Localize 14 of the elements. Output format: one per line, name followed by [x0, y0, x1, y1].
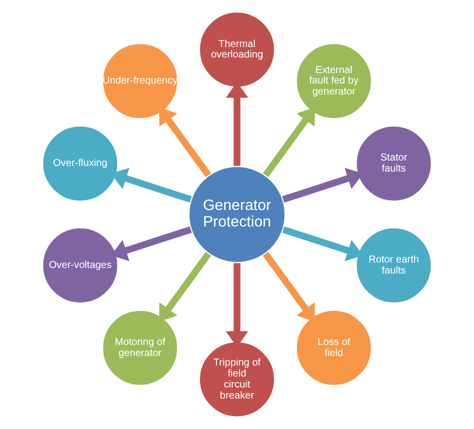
- arrow: [262, 252, 315, 322]
- node-circle: Over-fluxing: [42, 124, 119, 202]
- node-circle: Tripping of field circuit breaker: [198, 340, 276, 418]
- node-circle: Generator Protection: [188, 165, 286, 264]
- node-circle: Stator faults: [355, 124, 432, 202]
- node-circle: Loss of field: [295, 309, 373, 387]
- node-circle: External fault fed by generator: [295, 42, 373, 120]
- arrow: [262, 107, 315, 178]
- node-circle: Rotor earth faults: [355, 226, 432, 304]
- node-circle: Thermal overloading: [198, 10, 276, 88]
- node-circle: Over-voltages: [42, 226, 119, 304]
- arrow: [159, 252, 212, 322]
- node-circle: Motoring of generator: [101, 309, 179, 387]
- arrow: [159, 107, 212, 178]
